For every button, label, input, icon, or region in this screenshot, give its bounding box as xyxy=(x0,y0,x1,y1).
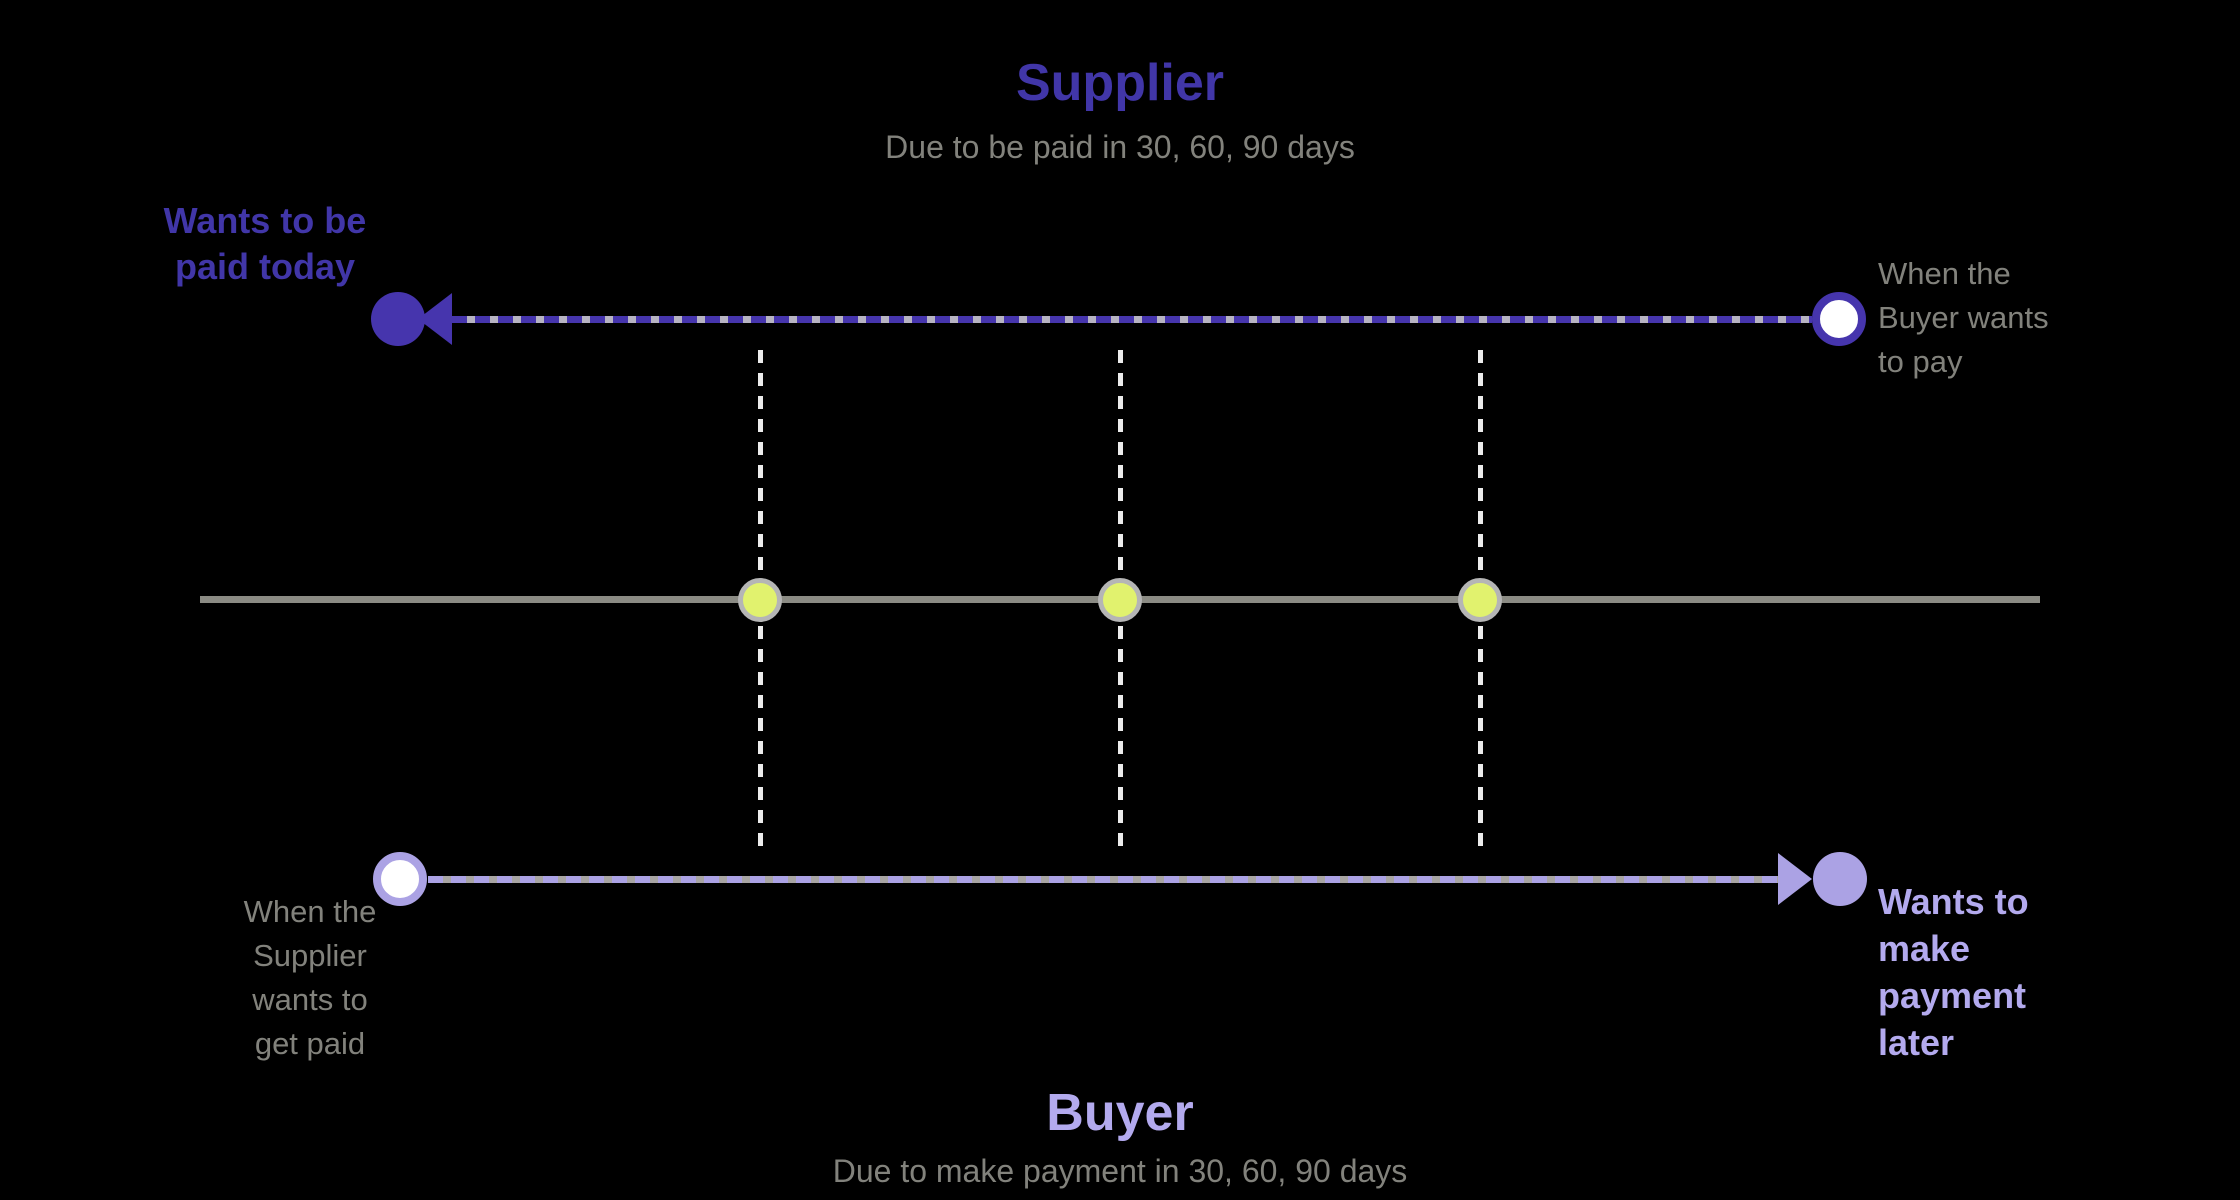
buyer-title: Buyer xyxy=(1046,1084,1194,1142)
buyer-right-label: Wants to make payment later xyxy=(1878,878,2029,1066)
label-line: When the xyxy=(243,894,377,929)
arrow-circle-start-icon xyxy=(371,292,425,346)
arrowhead-left-icon xyxy=(418,293,452,345)
supplier-title: Supplier xyxy=(1015,54,1225,112)
arrowhead-right-icon xyxy=(1778,853,1812,905)
label-line: paid today xyxy=(174,246,356,287)
milestone-dot-icon xyxy=(1098,578,1142,622)
open-circle-start-icon xyxy=(373,852,427,906)
label-line: to pay xyxy=(1878,344,1963,379)
label-line: payment xyxy=(1878,975,2027,1016)
label-line: get paid xyxy=(254,1026,366,1061)
buyer-subtitle: Due to make payment in 30, 60, 90 days xyxy=(832,1153,1408,1189)
label-line: make xyxy=(1878,928,1971,969)
buyer-left-label: When the Supplier wants to get paid xyxy=(145,890,475,1066)
supplier-subtitle: Due to be paid in 30, 60, 90 days xyxy=(885,129,1355,165)
label-line: Buyer wants xyxy=(1878,300,2049,335)
label-line: wants to xyxy=(252,982,368,1017)
label-line: later xyxy=(1878,1022,1955,1063)
supplier-left-label: Wants to be paid today xyxy=(100,198,430,290)
label-line: Wants to xyxy=(1878,881,2029,922)
arrow-circle-end-icon xyxy=(1813,852,1867,906)
supplier-right-label: When the Buyer wants to pay xyxy=(1878,252,2049,384)
label-line: When the xyxy=(1878,256,2011,291)
milestone-dot-icon xyxy=(738,578,782,622)
label-line: Wants to be xyxy=(163,200,367,241)
milestone-dot-icon xyxy=(1458,578,1502,622)
label-line: Supplier xyxy=(253,938,367,973)
buyer-timeline-line xyxy=(428,876,1788,883)
open-circle-end-icon xyxy=(1812,292,1866,346)
supplier-timeline-line xyxy=(452,316,1812,323)
